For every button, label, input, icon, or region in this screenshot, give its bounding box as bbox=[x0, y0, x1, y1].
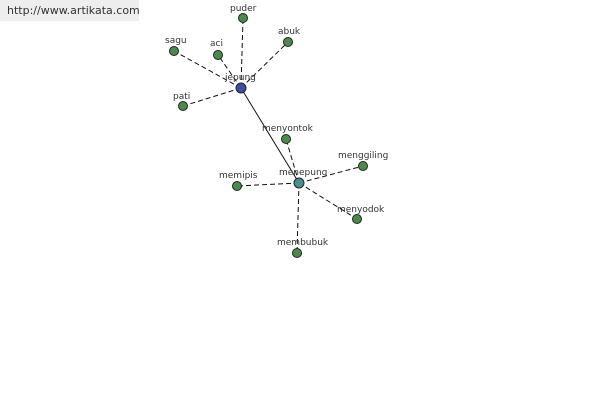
node-label-menggiling[interactable]: menggiling bbox=[338, 151, 388, 161]
node-dot-menyodok[interactable] bbox=[352, 214, 362, 224]
node-dot-jepung[interactable] bbox=[235, 82, 247, 94]
edge-jepung-abuk bbox=[240, 41, 289, 89]
edge-jepung-aci bbox=[217, 54, 242, 89]
node-label-menyontok[interactable]: menyontok bbox=[262, 124, 314, 134]
node-label-puder[interactable]: puder bbox=[230, 4, 257, 14]
node-label-menyodok[interactable]: menyodok bbox=[337, 205, 385, 215]
node-label-sagu[interactable]: sagu bbox=[165, 36, 187, 46]
node-dot-membubuk[interactable] bbox=[292, 248, 302, 258]
node-label-aci[interactable]: aci bbox=[210, 39, 223, 49]
node-label-menepung[interactable]: menepung bbox=[279, 168, 327, 178]
nodes-layer: jepung menepung puder abuk sagu aci pati menyon… bbox=[165, 4, 388, 258]
node-dot-memipis[interactable] bbox=[232, 181, 242, 191]
edges-layer bbox=[173, 17, 364, 254]
edge-jepung-menepung bbox=[240, 87, 300, 184]
node-label-memipis[interactable]: memipis bbox=[219, 171, 258, 181]
node-label-jepung[interactable]: jepung bbox=[224, 73, 256, 83]
edge-jepung-sagu bbox=[173, 50, 242, 89]
node-label-pati[interactable]: pati bbox=[173, 92, 190, 102]
node-label-abuk[interactable]: abuk bbox=[278, 27, 301, 37]
node-dot-menyontok[interactable] bbox=[281, 134, 291, 144]
node-dot-abuk[interactable] bbox=[283, 37, 293, 47]
node-menepung[interactable]: menepung bbox=[279, 168, 327, 189]
edge-jepung-puder bbox=[240, 17, 244, 89]
node-memipis[interactable]: memipis bbox=[219, 171, 258, 191]
node-label-membubuk[interactable]: membubuk bbox=[277, 238, 329, 248]
node-menyontok[interactable]: menyontok bbox=[262, 124, 314, 144]
node-pati[interactable]: pati bbox=[173, 92, 190, 111]
node-dot-puder[interactable] bbox=[238, 13, 248, 23]
node-dot-pati[interactable] bbox=[178, 101, 188, 111]
node-aci[interactable]: aci bbox=[210, 39, 223, 60]
node-menggiling[interactable]: menggiling bbox=[338, 151, 388, 171]
node-dot-menepung[interactable] bbox=[293, 177, 305, 189]
node-jepung[interactable]: jepung bbox=[224, 73, 256, 94]
edge-menepung-menyodok bbox=[298, 182, 358, 220]
node-puder[interactable]: puder bbox=[230, 4, 257, 23]
node-abuk[interactable]: abuk bbox=[278, 27, 301, 47]
url-bar: http://www.artikata.com bbox=[0, 0, 140, 21]
edge-menepung-membubuk bbox=[296, 182, 300, 254]
node-sagu[interactable]: sagu bbox=[165, 36, 187, 56]
edge-menepung-memipis bbox=[236, 182, 300, 187]
site-url-link[interactable]: http://www.artikata.com bbox=[7, 4, 140, 17]
node-membubuk[interactable]: membubuk bbox=[277, 238, 329, 258]
edge-menepung-menggiling bbox=[298, 165, 364, 184]
node-dot-menggiling[interactable] bbox=[358, 161, 368, 171]
node-dot-aci[interactable] bbox=[213, 50, 223, 60]
edge-jepung-pati bbox=[182, 87, 242, 107]
node-menyodok[interactable]: menyodok bbox=[337, 205, 385, 224]
node-dot-sagu[interactable] bbox=[169, 46, 179, 56]
